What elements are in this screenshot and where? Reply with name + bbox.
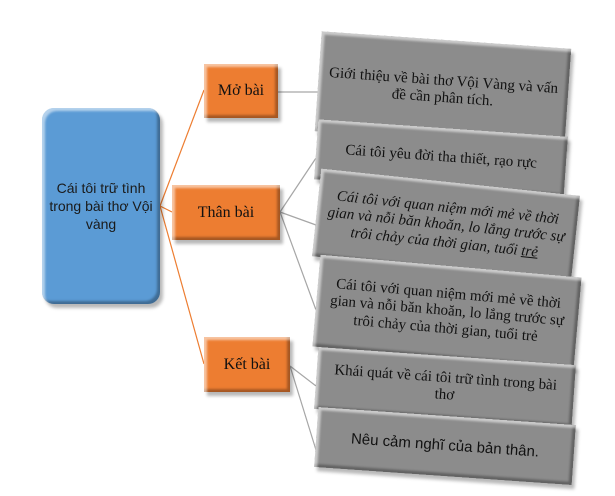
connector-ket-bai-leaf-5	[289, 365, 317, 387]
root-node: Cái tôi trữ tình trong bài thơ Vội vàng	[42, 108, 160, 304]
leaf-khai-quat-text: Khái quát về cái tôi trữ tình trong bài …	[333, 362, 558, 404]
leaf-thoi-gian-2-text: Cái tôi với quan niệm mới mẻ về thời gia…	[329, 276, 565, 345]
connector-ket-bai-leaf-6	[289, 365, 317, 451]
leaf-thoi-gian-1-tail: trẻ	[520, 242, 539, 261]
connector-root-than-bai	[159, 205, 173, 213]
root-label: Cái tôi trữ tình trong bài thơ Vội vàng	[49, 179, 153, 233]
section-ket-bai: Kết bài	[204, 337, 290, 392]
leaf-thoi-gian-1-text: Cái tôi với quan niệm mới mẻ về thời gia…	[322, 188, 570, 265]
connector-than-bai-leaf-2	[279, 157, 317, 213]
connector-root-ket-bai	[159, 205, 205, 365]
leaf-cam-nghi-text: Nêu cảm nghĩ của bản thân.	[350, 430, 540, 461]
section-mo-bai: Mở bài	[204, 64, 278, 118]
section-mo-bai-label: Mở bài	[217, 82, 265, 99]
connector-root-mo-bai	[159, 89, 205, 207]
section-than-bai-label: Thân bài	[197, 203, 255, 221]
connector-than-bai-leaf-4	[279, 211, 317, 311]
section-ket-bai-label: Kết bài	[223, 355, 271, 373]
leaf-gioi-thieu-text: Giới thiệu về bài thơ Vội Vàng và vấn đề…	[328, 64, 559, 110]
section-than-bai: Thân bài	[172, 185, 280, 240]
connector-than-bai-leaf-3	[279, 211, 317, 226]
leaf-cai-toi-yeu-doi-text: Cái tôi yêu đời tha thiết, rạo rực	[344, 142, 538, 173]
